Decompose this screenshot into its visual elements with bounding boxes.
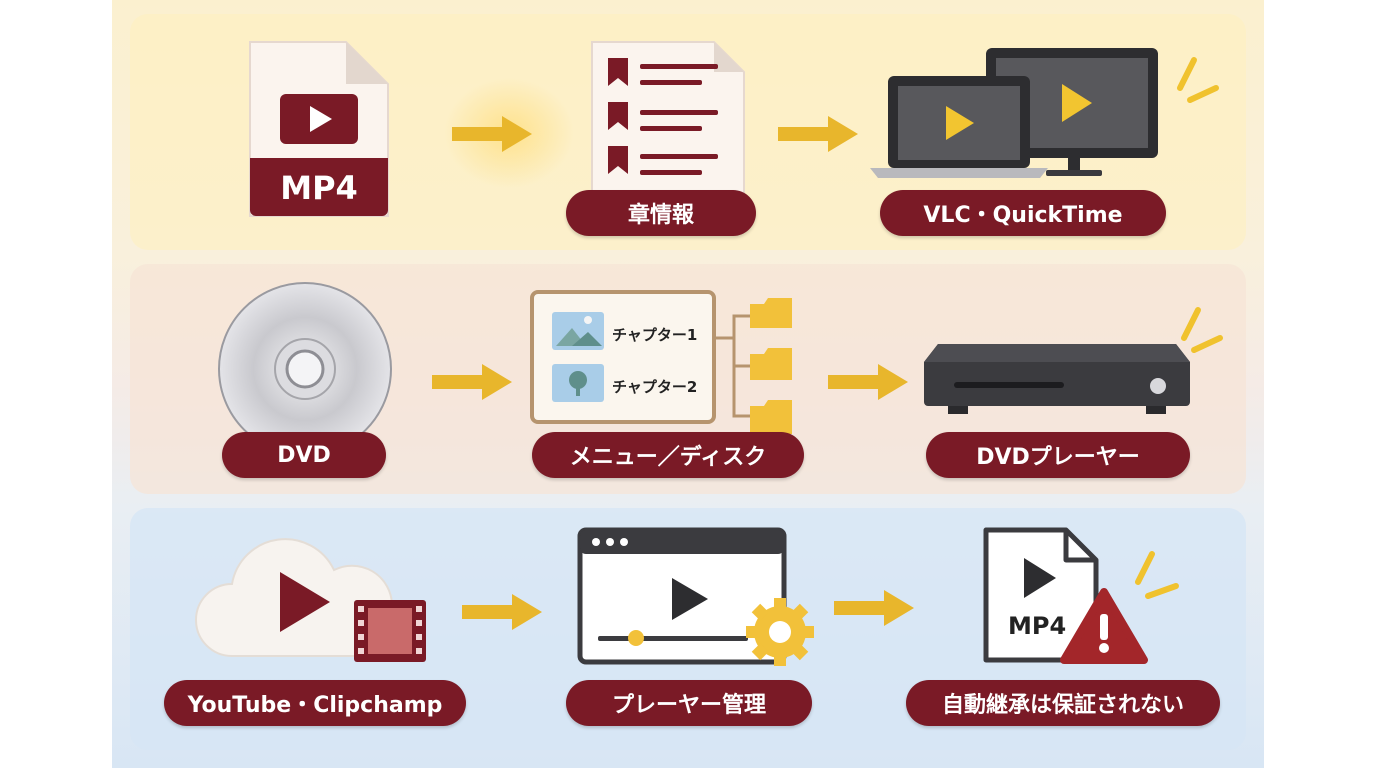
mp4-warning-icon: [983, 527, 1148, 664]
mp4-file-text: MP4: [1008, 612, 1067, 640]
arrow-right-icon: [462, 594, 542, 630]
highlight-lines-icon: [1181, 307, 1223, 353]
player-label: VLC・QuickTime: [880, 190, 1166, 236]
menu-disc-label: メニュー／ディスク: [532, 432, 804, 478]
cloud-video-icon: [195, 538, 426, 662]
arrow-right-icon: [432, 364, 512, 400]
chapter-2-label: チャプター2: [612, 378, 698, 396]
arrow-right-icon: [452, 116, 532, 152]
player-settings-icon: [577, 527, 814, 666]
arrow-right-icon: [834, 590, 914, 626]
dvd-disc-icon: [218, 282, 392, 456]
chapter-info-label: 章情報: [566, 190, 756, 236]
arrow-right-icon: [778, 116, 858, 152]
mp4-file-label: MP4: [280, 169, 358, 207]
laptop-monitor-icon: [870, 48, 1158, 178]
dvd-label: DVD: [222, 432, 386, 478]
highlight-lines-icon: [1135, 551, 1179, 599]
dvd-player-icon: [924, 344, 1190, 414]
menu-disc-icon: [530, 290, 792, 434]
arrow-right-icon: [828, 364, 908, 400]
highlight-lines-icon: [1177, 57, 1219, 103]
mp4-file-icon: [249, 41, 389, 217]
chapter-1-label: チャプター1: [612, 326, 698, 344]
youtube-clipchamp-label: YouTube・Clipchamp: [164, 680, 466, 726]
no-auto-inherit-label: 自動継承は保証されない: [906, 680, 1220, 726]
dvd-player-label: DVDプレーヤー: [926, 432, 1190, 478]
chapter-list-icon: [591, 41, 745, 197]
player-management-label: プレーヤー管理: [566, 680, 812, 726]
diagram-canvas: MP4 章情報 VLC・QuickTime: [112, 0, 1264, 768]
